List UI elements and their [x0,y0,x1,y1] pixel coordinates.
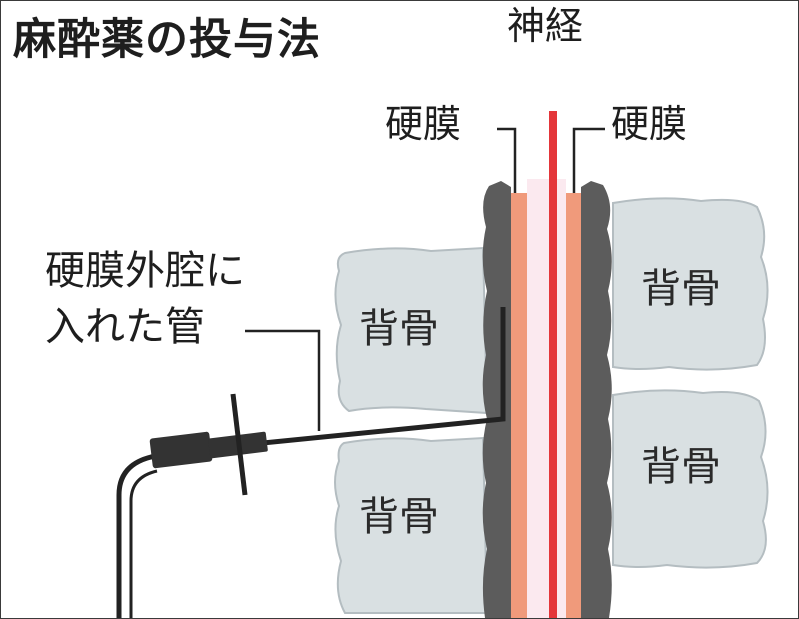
label-epidural-tube-line1: 硬膜外腔に [45,248,245,294]
label-nerve: 神経 [507,4,584,48]
label-vertebra-upper-left: 背骨 [359,306,439,352]
catheter-outer-tube [129,469,158,618]
leader-dura-left [497,127,517,193]
vertebra-lower-right [612,389,769,569]
label-vertebra-lower-left: 背骨 [359,494,439,540]
label-vertebra-lower-right: 背骨 [641,444,721,490]
canal-wall-left [482,181,513,618]
vertebra-lower-left [334,436,489,614]
nerve-line [549,111,557,618]
vertebra-upper-left [334,246,489,415]
label-dura-left: 硬膜 [385,102,462,146]
leader-dura-right [572,127,605,193]
label-vertebra-upper-right: 背骨 [641,266,721,312]
dura-left [511,193,527,618]
label-epidural-tube-line2: 入れた管 [45,304,205,350]
canal-wall-right [581,181,612,618]
catheter-hub [149,431,213,469]
diagram-title: 麻酔薬の投与法 [13,15,321,65]
csf-space [527,179,566,618]
vertebra-upper-right [612,197,769,371]
leader-tube [245,329,321,431]
dura-right [566,193,581,618]
label-dura-right: 硬膜 [611,102,688,146]
catheter-wing [230,393,248,496]
